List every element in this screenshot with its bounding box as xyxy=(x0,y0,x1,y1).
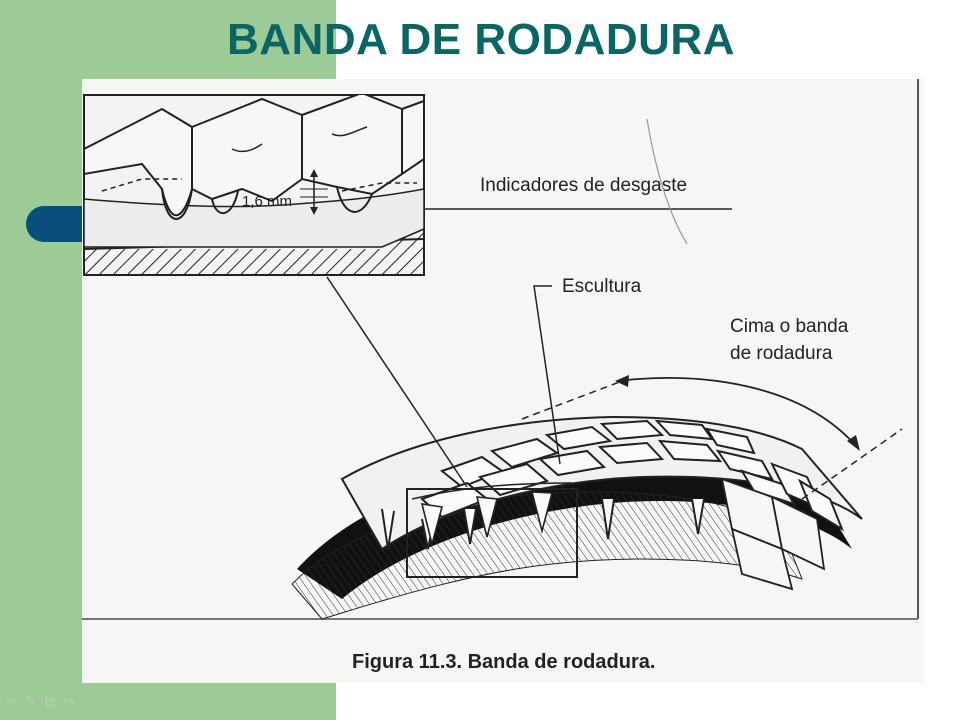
arrow-left-icon[interactable]: ⇦ xyxy=(6,694,17,709)
arrowhead-right xyxy=(847,435,860,451)
figure-caption: Figura 11.3. Banda de rodadura. xyxy=(352,651,655,673)
faint-arc xyxy=(646,118,688,245)
crown-label-line2: de rodadura xyxy=(730,343,833,364)
pencil-icon[interactable]: ✎ xyxy=(24,694,36,709)
crown-width-arrow xyxy=(616,377,858,448)
figure-scan: 1,6 mm Indicadores de desgaste xyxy=(82,79,924,683)
crown-label-line1: Cima o banda xyxy=(730,316,849,337)
arrow-right-icon[interactable]: ⇨ xyxy=(64,694,76,709)
slide-navigation: ⇦ ✎ ▤ ⇨ xyxy=(6,694,75,709)
measure-label: 1,6 mm xyxy=(242,193,292,210)
crown-dashed-line-left xyxy=(521,380,623,420)
detail-selection-box xyxy=(406,488,578,578)
crown-dashed-line-right xyxy=(801,428,903,500)
green-sidebar xyxy=(0,0,82,720)
slide-title: BANDA DE RODADURA xyxy=(227,15,735,64)
menu-icon[interactable]: ▤ xyxy=(43,694,57,709)
tread-pattern-label: Escultura xyxy=(562,276,642,297)
wear-indicators-label: Indicadores de desgaste xyxy=(480,175,687,196)
tire-illustration xyxy=(291,415,863,620)
arrowhead-left xyxy=(615,375,629,387)
tread-leader-line xyxy=(533,285,561,465)
tire-tread-diagram: 1,6 mm Indicadores de desgaste xyxy=(82,79,919,673)
inset-leader-line xyxy=(326,276,468,488)
inset-detail: 1,6 mm xyxy=(83,94,425,276)
